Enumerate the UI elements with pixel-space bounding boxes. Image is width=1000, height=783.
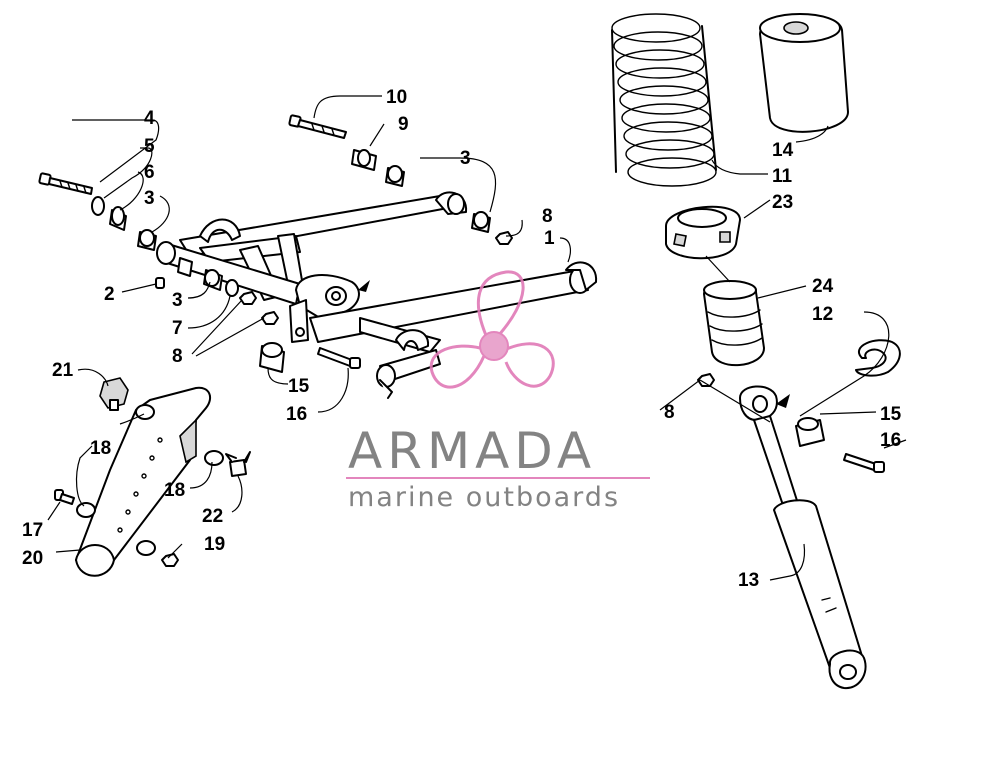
part-sleeve-6 — [109, 206, 127, 231]
part-screw-17 — [54, 489, 75, 505]
callout-15-left: 15 — [288, 376, 310, 397]
part-knob-21 — [99, 377, 129, 411]
callout-20: 20 — [22, 548, 43, 569]
callout-8-upper: 8 — [542, 206, 553, 227]
callout-16-left: 16 — [286, 404, 307, 425]
callout-18-lower: 18 — [164, 480, 185, 501]
part-washer-18-bottom — [136, 540, 156, 556]
callout-8-left: 8 — [172, 346, 183, 367]
callout-21: 21 — [52, 360, 74, 381]
callout-23: 23 — [772, 192, 793, 213]
callout-labels: 1 2 3 3 3 4 5 6 7 8 8 8 9 10 11 12 13 14… — [22, 87, 902, 591]
part-upper-arm-end — [435, 191, 468, 215]
callout-19: 19 — [204, 534, 225, 555]
part-nut-19 — [161, 553, 179, 567]
callout-14: 14 — [772, 140, 794, 161]
part-sleeve-9 — [351, 149, 377, 171]
part-bushing-3-left — [137, 229, 157, 251]
part-bolt-16-left — [317, 347, 361, 369]
callout-5: 5 — [144, 136, 155, 157]
propeller-icon — [429, 270, 555, 389]
pointer-arrow-left — [358, 280, 370, 292]
callout-2: 2 — [104, 284, 115, 305]
callout-3-upper: 3 — [460, 148, 471, 169]
brand-tagline: marine outboards — [348, 482, 620, 513]
part-bracket-20 — [75, 386, 212, 577]
part-spring-11 — [611, 13, 717, 187]
part-washer-7 — [225, 279, 239, 297]
callout-17: 17 — [22, 520, 43, 541]
callout-4: 4 — [144, 108, 155, 129]
part-washer-5 — [91, 196, 105, 216]
leader-lines — [47, 95, 907, 581]
callout-13: 13 — [738, 570, 759, 591]
callout-22: 22 — [202, 506, 223, 527]
part-bushing-15-right — [795, 417, 825, 447]
callout-6: 6 — [144, 162, 155, 183]
callout-10: 10 — [386, 87, 407, 108]
part-boot-14 — [759, 13, 849, 133]
part-main-pivot-bracket — [289, 261, 598, 399]
callout-3-left: 3 — [144, 188, 155, 209]
callout-9: 9 — [398, 114, 409, 135]
callout-12: 12 — [812, 304, 833, 325]
part-wing-nut-22 — [225, 451, 251, 477]
part-clip-12 — [855, 339, 901, 377]
part-washer-18-left — [76, 502, 96, 518]
part-spring-seat-23 — [665, 205, 741, 260]
part-bushing-3-upper — [385, 165, 405, 187]
part-nut-8-left-2 — [261, 311, 279, 325]
part-bolt-10 — [288, 114, 347, 139]
part-bushing-15-left — [259, 342, 285, 373]
pointer-arrow-right — [776, 394, 790, 408]
part-bolt-16-right — [843, 453, 885, 473]
part-grease-fitting-2 — [155, 277, 165, 289]
callout-3-lower: 3 — [172, 290, 183, 311]
part-bushing-3-right — [471, 211, 491, 233]
part-nut-8-upper — [495, 231, 513, 245]
part-washer-18-right — [204, 450, 224, 466]
callout-11: 11 — [772, 166, 793, 187]
callout-8-right: 8 — [664, 402, 675, 423]
callout-24: 24 — [812, 276, 834, 297]
callout-16-right: 16 — [880, 430, 901, 451]
brand-name: ARMADA — [348, 422, 596, 480]
part-bolt-4 — [38, 172, 93, 195]
callout-15-right: 15 — [880, 404, 902, 425]
part-bump-stop-24 — [703, 280, 765, 366]
callout-18-upper: 18 — [90, 438, 111, 459]
part-nut-8-left — [239, 291, 257, 305]
part-shock-13 — [739, 385, 867, 690]
callout-7: 7 — [172, 318, 183, 339]
callout-1: 1 — [544, 228, 555, 249]
brand-watermark: ARMADA marine outboards — [346, 270, 650, 513]
